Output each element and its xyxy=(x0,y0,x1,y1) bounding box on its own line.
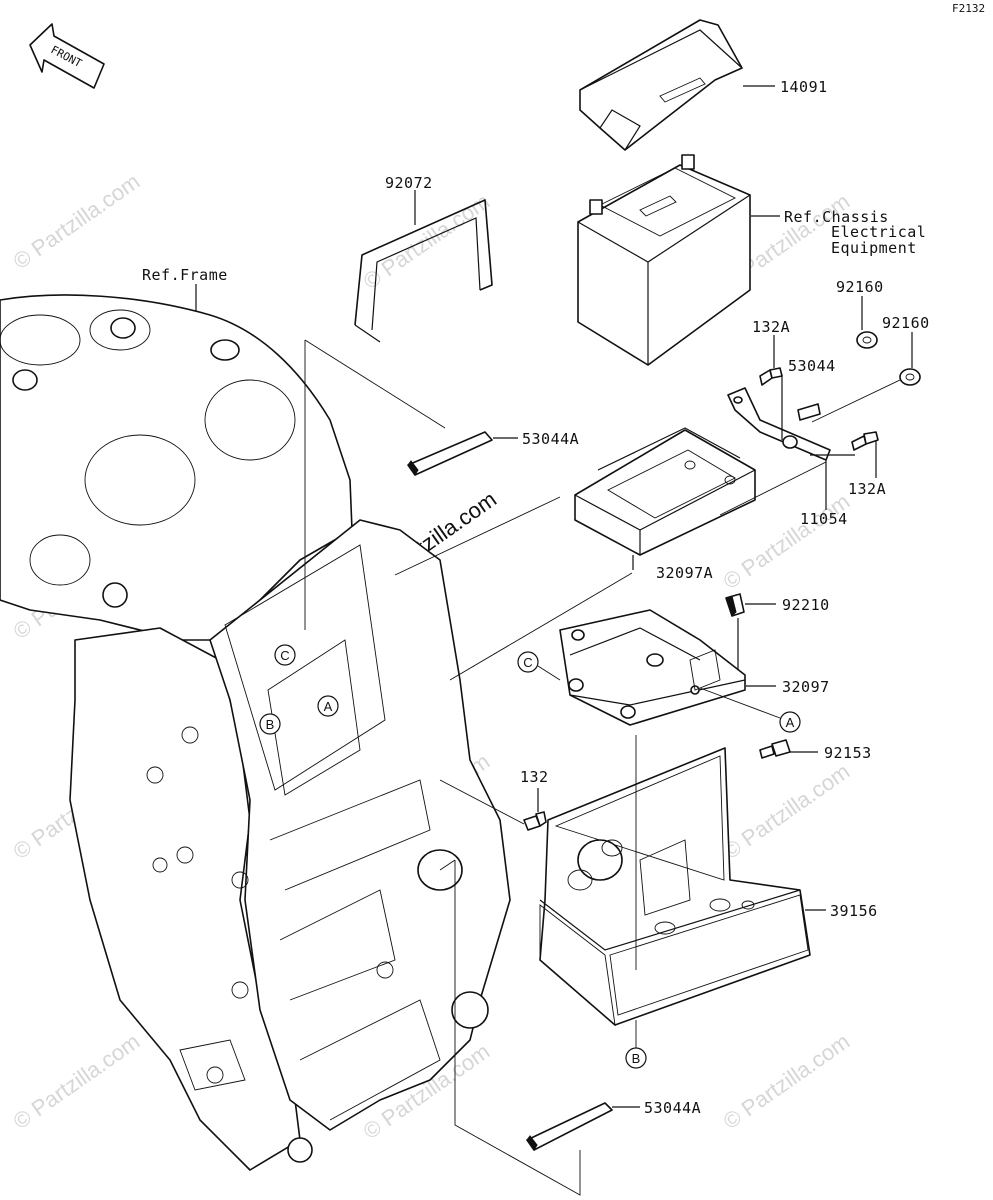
bolt-132 xyxy=(523,811,547,831)
bracket-32097 xyxy=(559,609,746,726)
watermark: © Partzilla.com xyxy=(719,759,855,865)
watermark: © Partzilla.com xyxy=(719,1029,855,1135)
rubber-strip-53044A-bottom xyxy=(526,1102,613,1151)
callout-132: 132 xyxy=(520,768,549,786)
battery-cover-14091 xyxy=(579,19,743,151)
bolt-132A-upper xyxy=(759,367,783,386)
battery xyxy=(577,154,751,366)
watermark: © Partzilla.com xyxy=(9,1029,145,1135)
rubber-strip-53044A-top xyxy=(407,431,493,476)
svg-text:A: A xyxy=(786,715,795,730)
svg-text:Electrical: Electrical xyxy=(831,223,926,241)
pad-53044 xyxy=(797,403,821,421)
callout-32097: 32097 xyxy=(782,678,830,696)
bolt-132A-lower xyxy=(851,431,879,451)
callout-92160-a: 92160 xyxy=(836,278,884,296)
clip-92210 xyxy=(725,593,745,617)
callout-92153: 92153 xyxy=(824,744,872,762)
svg-text:C: C xyxy=(523,655,532,670)
callout-53044: 53044 xyxy=(788,357,836,375)
diagram-code: F2132 xyxy=(952,2,985,15)
frame xyxy=(0,294,511,1171)
callout-53044A-bottom: 53044A xyxy=(644,1099,701,1117)
strap-92072 xyxy=(354,199,493,343)
battery-case-32097A xyxy=(574,427,756,556)
tray-39156 xyxy=(539,747,811,1027)
svg-text:Equipment: Equipment xyxy=(831,239,917,257)
callout-ref-frame: Ref.Frame xyxy=(142,266,228,284)
ref-marker-b-frame: B xyxy=(259,713,281,735)
ref-marker-c-right: C xyxy=(517,651,539,673)
callout-132A-upper: 132A xyxy=(752,318,790,336)
front-arrow-icon: FRONT xyxy=(29,23,105,89)
grommet-92160-b xyxy=(899,368,921,386)
watermark: © Partzilla.com xyxy=(9,169,145,275)
callout-92072: 92072 xyxy=(385,174,433,192)
bolt-92153 xyxy=(759,739,791,759)
callout-32097A: 32097A xyxy=(656,564,713,582)
svg-text:B: B xyxy=(266,717,275,732)
svg-text:C: C xyxy=(280,648,289,663)
callout-53044A-top: 53044A xyxy=(522,430,579,448)
callout-11054: 11054 xyxy=(800,510,848,528)
callout-14091: 14091 xyxy=(780,78,828,96)
callout-ref-chassis: Ref.Chassis xyxy=(784,208,889,226)
ref-marker-a-right: A xyxy=(779,711,801,733)
svg-text:A: A xyxy=(324,699,333,714)
ref-marker-c-frame: C xyxy=(274,644,296,666)
bracket-11054 xyxy=(727,387,831,461)
callout-39156: 39156 xyxy=(830,902,878,920)
callout-132A-lower: 132A xyxy=(848,480,886,498)
ref-marker-a-frame: A xyxy=(317,695,339,717)
ref-marker-b-bottom: B xyxy=(625,1047,647,1069)
svg-text:B: B xyxy=(632,1051,641,1066)
grommet-92160-a xyxy=(856,331,878,349)
callout-92210: 92210 xyxy=(782,596,830,614)
callout-92160-b: 92160 xyxy=(882,314,930,332)
